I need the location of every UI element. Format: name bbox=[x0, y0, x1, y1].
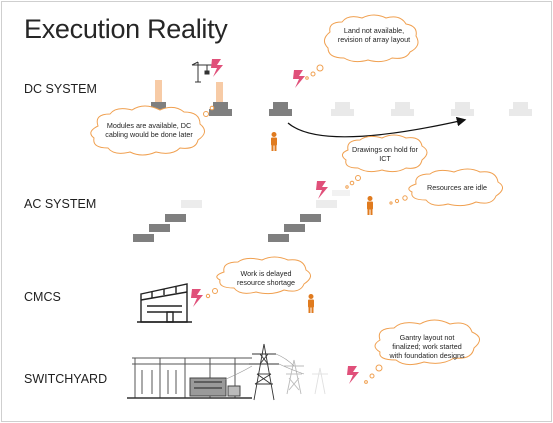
cloud-modules bbox=[90, 105, 215, 156]
callout-gantry: Gantry layout not finalized; work starte… bbox=[389, 333, 465, 360]
tower-icon bbox=[284, 359, 304, 395]
progress-arrow bbox=[287, 116, 467, 138]
worker-icon bbox=[308, 294, 314, 313]
callout-land: Land not available, revision of array la… bbox=[337, 26, 411, 44]
lightning-icon bbox=[191, 289, 203, 307]
cloud-gantry bbox=[364, 319, 480, 384]
callout-modules: Modules are available, DC cabling would … bbox=[105, 121, 193, 139]
lightning-icon bbox=[316, 181, 328, 199]
worker-icon bbox=[367, 196, 373, 215]
tower-icon bbox=[249, 343, 279, 401]
substation-icon bbox=[127, 357, 252, 399]
power-lines bbox=[223, 353, 305, 381]
building-icon bbox=[137, 283, 192, 323]
worker-icon bbox=[271, 132, 277, 151]
slide-title: Execution Reality bbox=[24, 14, 228, 44]
ac-blocks bbox=[133, 190, 350, 242]
callout-work-delayed: Work is delayed resource shortage bbox=[237, 269, 295, 287]
cloud-drawings bbox=[342, 134, 428, 189]
lightning-icon bbox=[211, 59, 223, 77]
label-dc-system: DC SYSTEM bbox=[24, 82, 97, 96]
crane-icon bbox=[191, 61, 212, 83]
callout-resources: Resources are idle bbox=[427, 183, 487, 192]
dc-block-2 bbox=[209, 82, 232, 116]
tower-icon bbox=[312, 367, 328, 395]
cloud-work-delayed bbox=[205, 256, 311, 299]
dc-faded-blocks bbox=[331, 102, 532, 116]
lightning-icon bbox=[347, 366, 359, 384]
label-ac-system: AC SYSTEM bbox=[24, 197, 97, 211]
callout-drawings: Drawings on hold for ICT bbox=[352, 145, 418, 163]
lightning-icon bbox=[293, 70, 305, 88]
cloud-resources bbox=[389, 168, 503, 207]
label-switchyard: SWITCHYARD bbox=[24, 372, 108, 386]
cloud-land bbox=[305, 14, 419, 80]
dc-block-3 bbox=[269, 102, 292, 116]
label-cmcs: CMCS bbox=[24, 290, 61, 304]
